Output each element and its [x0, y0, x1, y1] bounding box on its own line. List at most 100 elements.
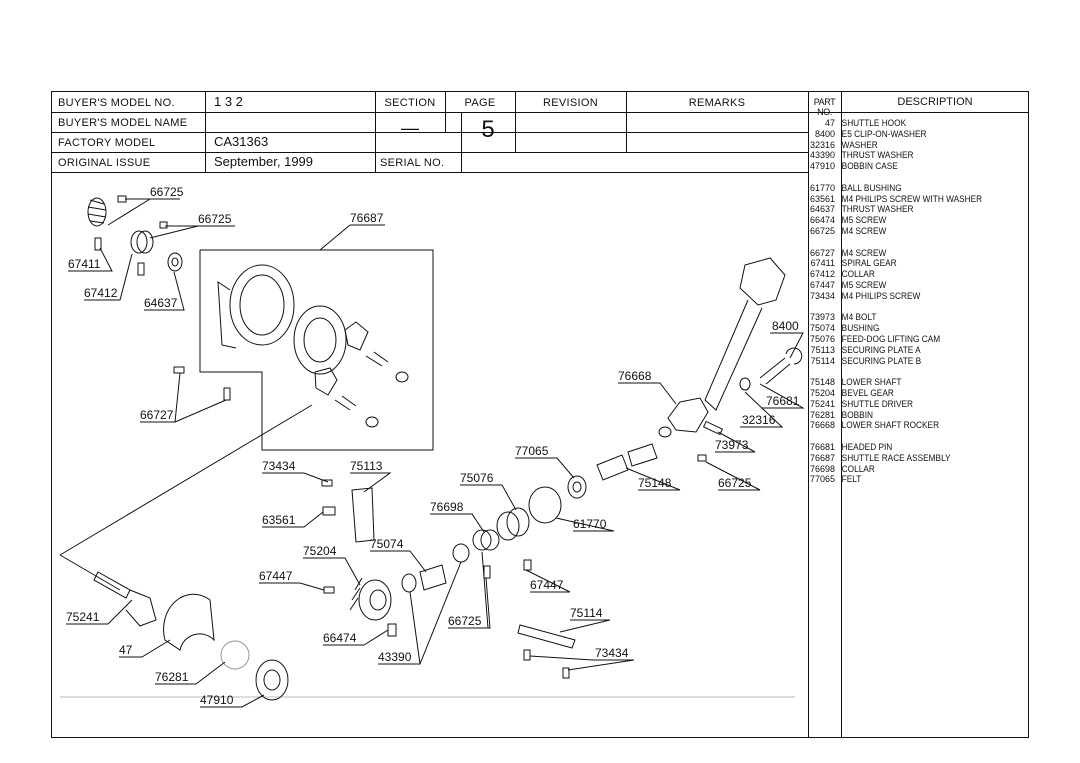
part-number: 66725 [809, 225, 835, 236]
part-number: 76668 [809, 420, 835, 431]
part-number: 73973 [809, 312, 835, 323]
shuttle-driver-drawing [93, 571, 157, 627]
callout-76698: 76698 [430, 500, 464, 514]
part-number: 66727 [809, 247, 835, 258]
part-description: SPIRAL GEAR [841, 258, 897, 269]
parts-row: 47 SHUTTLE HOOK [808, 118, 1028, 129]
callout-64637: 64637 [144, 296, 178, 310]
part-number: 61770 [809, 182, 835, 193]
securing-plate-b-drawing [517, 624, 576, 649]
part-number: 76281 [809, 409, 835, 420]
bevel-gear-75204-drawing [349, 577, 392, 621]
parts-row: 47910 BOBBIN CASE [808, 161, 1028, 172]
callout-66725: 66725 [448, 614, 482, 628]
securing-plate-a-drawing [351, 487, 375, 543]
callout-32316: 32316 [742, 413, 776, 427]
callout-66725: 66725 [150, 185, 184, 199]
parts-row: 66725 M4 SCREW [808, 226, 1028, 237]
header-divider [375, 91, 376, 172]
part-description: SECURING PLATE B [841, 355, 922, 366]
part-description: WASHER [841, 139, 878, 150]
parts-row: 75114 SECURING PLATE B [808, 356, 1028, 367]
part-number: 66474 [809, 215, 835, 226]
header-divider [515, 91, 516, 152]
parts-row: 76681 HEADED PIN [808, 442, 1028, 453]
part-number: 47 [824, 118, 835, 128]
callout-77065: 77065 [515, 444, 549, 458]
part-description: FEED-DOG LIFTING CAM [841, 333, 941, 344]
lower-shaft-rocker-drawing [658, 257, 803, 462]
parts-group-spacer [808, 172, 1028, 183]
part-description: M4 PHILIPS SCREW WITH WASHER [841, 193, 983, 204]
factory-model-value: CA31363 [214, 134, 269, 149]
callout-73434: 73434 [595, 646, 629, 660]
header-divider [445, 91, 446, 132]
remarks-label: REMARKS [688, 97, 746, 109]
ball-bushing-61770-drawing [528, 486, 562, 524]
callout-76668: 76668 [618, 369, 652, 383]
buyers-model-no-label: BUYER'S MODEL NO. [58, 97, 175, 109]
header-rule [375, 152, 515, 153]
parts-group-spacer [808, 302, 1028, 313]
part-number: 77065 [809, 474, 835, 485]
part-number: 67412 [809, 269, 835, 280]
callout-61770: 61770 [573, 517, 607, 531]
callout-66725: 66725 [718, 476, 752, 490]
header-rule [51, 152, 375, 153]
parts-table-divider [841, 91, 842, 738]
part-number: 67411 [810, 258, 835, 269]
callout-75204: 75204 [303, 544, 337, 558]
part-description: SHUTTLE HOOK [841, 118, 907, 128]
part-description: BOBBIN CASE [841, 161, 898, 172]
parts-row: 67411 SPIRAL GEAR [808, 258, 1028, 269]
callout-67411: 67411 [68, 257, 101, 271]
spiral-gear-67411-drawing [87, 195, 127, 251]
part-number: 75204 [809, 387, 835, 398]
parts-row: 73973 M4 BOLT [808, 312, 1028, 323]
part-number: 47910 [809, 161, 835, 172]
part-number: 73434 [809, 290, 835, 301]
section-value: — [401, 118, 419, 138]
part-number: 75114 [810, 355, 835, 366]
part-number: 32316 [809, 139, 835, 150]
collar-67412-drawing [130, 221, 168, 276]
part-number: 67447 [809, 279, 835, 290]
callout-76281: 76281 [155, 670, 189, 684]
header-divider [626, 91, 627, 152]
part-description: HEADED PIN [841, 441, 893, 452]
callout-75148: 75148 [638, 476, 672, 490]
callout-47: 47 [119, 643, 133, 657]
part-description: BALL BUSHING [841, 182, 902, 193]
revision-label: REVISION [543, 97, 598, 109]
part-number: 76687 [809, 452, 835, 463]
parts-table-divider [808, 91, 809, 738]
part-description: BUSHING [841, 323, 880, 334]
shuttle-race-assembly-box [199, 249, 434, 451]
description-column-header: DESCRIPTION [897, 96, 973, 108]
part-description: M4 BOLT [841, 312, 877, 323]
callout-75114: 75114 [570, 606, 603, 620]
part-description: M4 SCREW [841, 225, 887, 236]
exploded-parts-diagram: 66725 66725 67411 67412 64637 76687 6672… [59, 185, 805, 708]
original-issue-label: ORIGINAL ISSUE [58, 157, 151, 169]
collar-76698-drawing [472, 529, 492, 551]
callout-67412: 67412 [84, 286, 118, 300]
bobbin-case-drawing [255, 659, 289, 701]
part-number: 76681 [809, 441, 835, 452]
section-label: SECTION [384, 97, 436, 109]
